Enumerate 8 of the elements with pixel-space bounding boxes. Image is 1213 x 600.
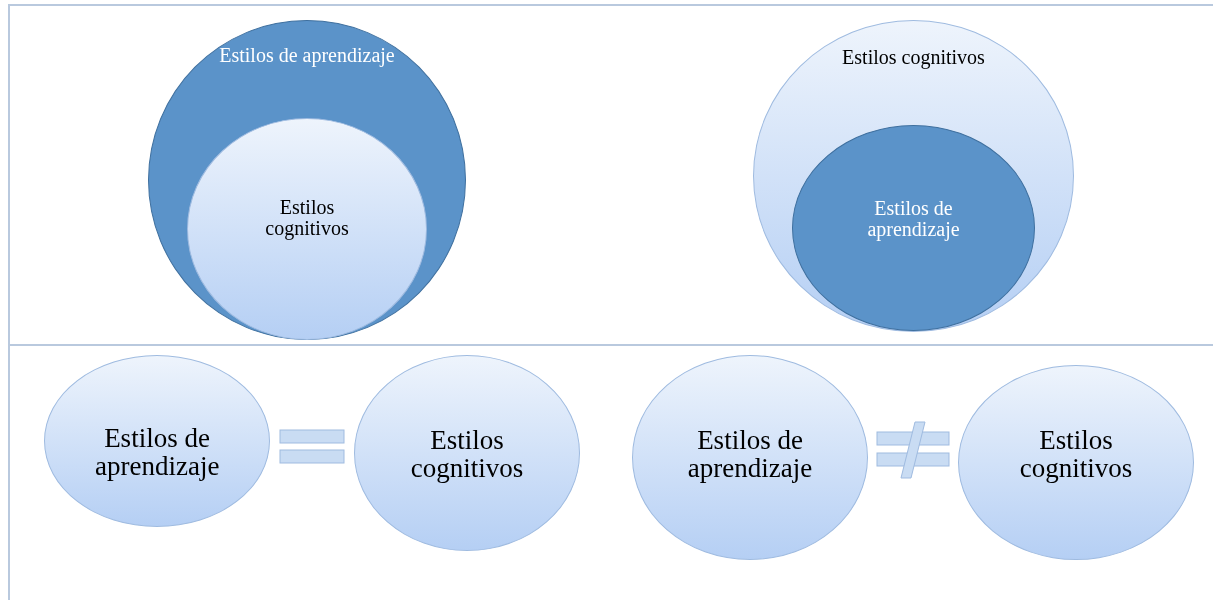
circle-label: Estilos cognitivos [841,47,986,68]
circle-label: Estilos cognitivos [264,197,350,239]
circle-label: Estilos de aprendizaje [218,45,396,66]
circle-label: Estilos de aprendizaje [686,426,814,483]
circle-label: Estilos cognitivos [409,426,525,483]
circle-label: Estilos de aprendizaje [866,198,961,240]
circle-label: Estilos cognitivos [1018,426,1134,483]
circle-label: Estilos de aprendizaje [94,424,221,481]
